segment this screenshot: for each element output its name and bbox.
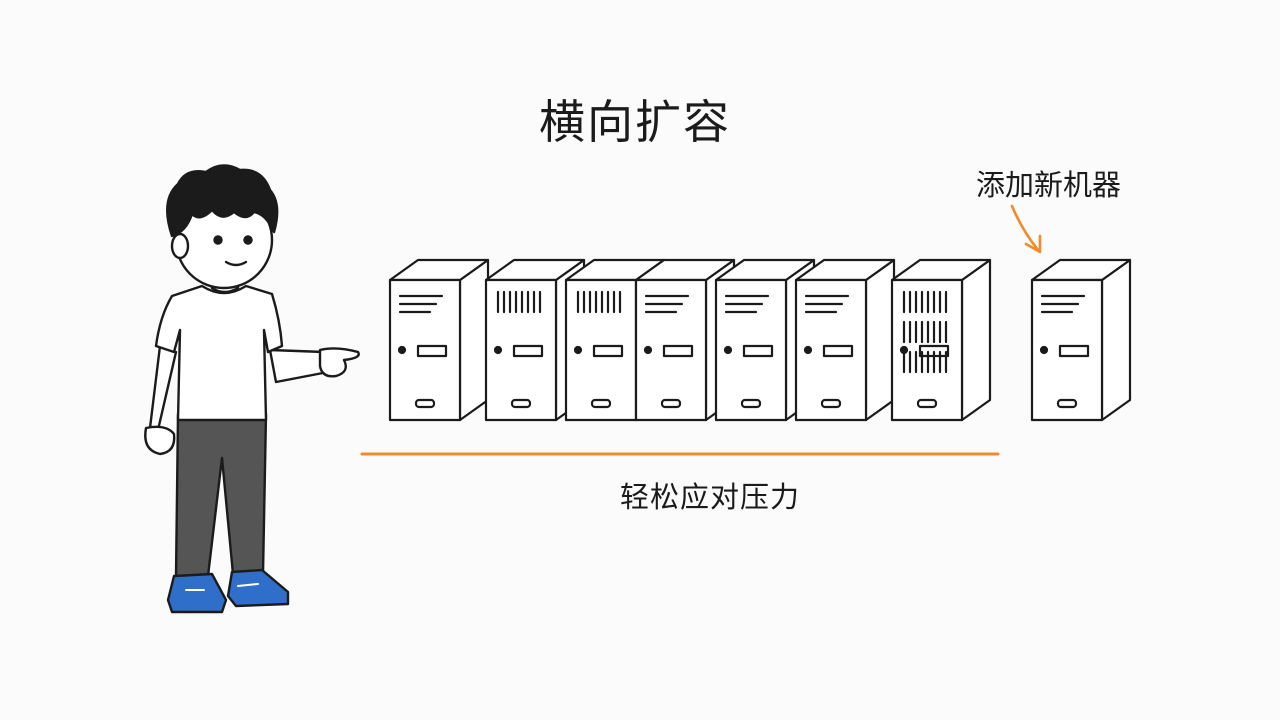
callout-arrowhead (1024, 234, 1042, 254)
new-server (1030, 258, 1132, 422)
left-shoe (166, 572, 228, 614)
add-machine-label: 添加新机器 (976, 168, 1122, 202)
left-hand (144, 425, 176, 456)
person (144, 164, 360, 614)
diagram-title: 横向扩容 (539, 95, 731, 149)
server-2 (484, 258, 586, 422)
right-shoe (226, 568, 290, 608)
left-arm (148, 344, 178, 432)
server-7 (890, 258, 992, 422)
callout-arrow (1010, 204, 1040, 252)
server-1 (388, 258, 490, 422)
pointing-hand (318, 347, 360, 378)
server-row (388, 258, 1132, 422)
caption-label: 轻松应对压力 (619, 480, 800, 514)
hair (166, 164, 279, 238)
server-6 (794, 258, 896, 422)
